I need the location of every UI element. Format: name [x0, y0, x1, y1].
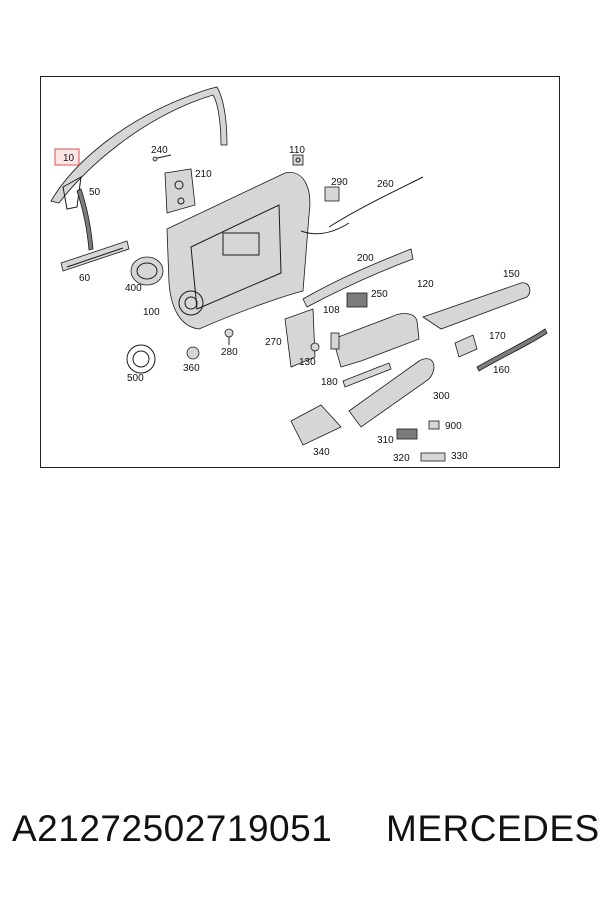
callout-60: 60	[79, 273, 91, 284]
part-150-armrest-trim	[422, 282, 531, 330]
callout-290: 290	[331, 177, 348, 188]
part-door-inner-panel	[166, 172, 350, 330]
callout-100: 100	[143, 307, 160, 318]
callout-400: 400	[125, 283, 142, 294]
callout-160: 160	[493, 365, 510, 376]
part-320-light	[420, 452, 446, 462]
part-210-bracket	[164, 168, 196, 214]
callout-240: 240	[151, 145, 168, 156]
callout-150: 150	[503, 269, 520, 280]
callout-320: 320	[393, 453, 410, 464]
callout-330: 330	[451, 451, 468, 462]
callout-170: 170	[489, 331, 506, 342]
part-300-armrest	[348, 358, 435, 428]
parts-diagram-frame: 10 50 60 240 210 110 290 260 400 100 200…	[40, 76, 560, 468]
callout-130: 130	[299, 357, 316, 368]
callout-260: 260	[377, 179, 394, 190]
part-120-center-panel	[332, 313, 420, 368]
part-240-pin	[152, 154, 172, 162]
callout-200: 200	[357, 253, 374, 264]
callout-500: 500	[127, 373, 144, 384]
part-window-frame-trim	[50, 86, 228, 210]
door-parts-exploded-diagram: 10 50 60 240 210 110 290 260 400 100 200…	[50, 86, 548, 464]
part-260-cable	[328, 176, 424, 228]
part-360-clip	[186, 346, 200, 360]
callout-120: 120	[417, 279, 434, 290]
part-108-clip	[330, 332, 340, 350]
callout-270: 270	[265, 337, 282, 348]
part-310-switch-block	[396, 428, 418, 440]
part-280-screw	[224, 328, 234, 345]
part-200-upper-trim	[302, 248, 414, 308]
part-290-block	[324, 186, 340, 202]
callout-340: 340	[313, 447, 330, 458]
callout-310: 310	[377, 435, 394, 446]
callout-110: 110	[289, 145, 305, 156]
callout-250: 250	[371, 289, 388, 300]
part-400-speaker-ring	[130, 256, 164, 286]
callout-highlight-box	[54, 148, 80, 166]
part-60-trim-bar	[60, 240, 130, 272]
part-number: A21272502719051	[12, 808, 333, 849]
part-340-door-pocket	[290, 404, 342, 446]
brand-name: MERCEDES	[386, 808, 600, 849]
callout-180: 180	[321, 377, 338, 388]
callout-280: 280	[221, 347, 238, 358]
part-250-switch	[346, 292, 368, 308]
callout-900: 900	[445, 421, 462, 432]
callout-108: 108	[323, 305, 340, 316]
part-110-clip	[292, 154, 304, 166]
part-500-seal-ring	[126, 344, 156, 374]
part-160-strip	[476, 328, 548, 372]
part-270-pocket	[284, 308, 316, 368]
part-180-handle-trim	[342, 362, 392, 388]
part-130-fastener	[310, 342, 320, 352]
product-caption: A21272502719051 MERCEDES	[0, 808, 600, 858]
callout-50: 50	[89, 187, 101, 198]
callout-10: 10	[63, 153, 75, 164]
callout-360: 360	[183, 363, 200, 374]
part-900-cylinder	[428, 420, 440, 430]
part-170-bracket	[454, 334, 478, 358]
callout-210: 210	[195, 169, 212, 180]
callout-300: 300	[433, 391, 450, 402]
part-50-strip	[76, 188, 94, 251]
